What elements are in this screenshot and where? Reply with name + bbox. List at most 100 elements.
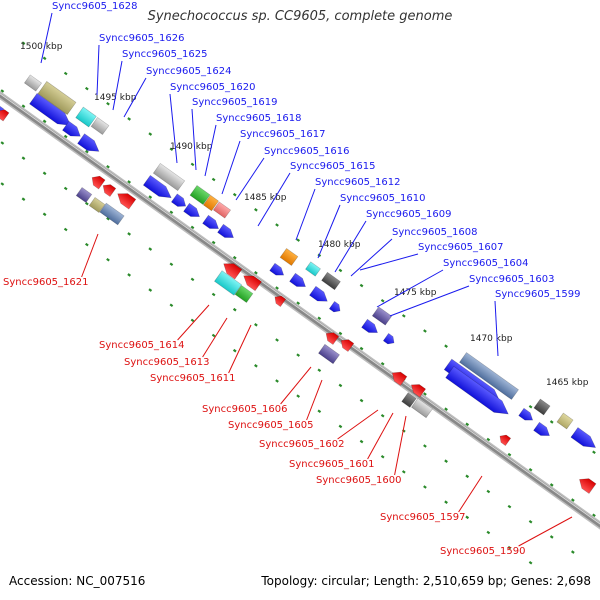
forward-gene-arrow[interactable] [361, 318, 381, 336]
forward-gene-arrow[interactable] [269, 262, 287, 278]
forward-gene-arrow[interactable] [142, 174, 174, 202]
forward-gene-arrow[interactable] [533, 421, 553, 439]
reverse-gene-arrow-shape[interactable] [497, 432, 512, 446]
reverse-gene-arrow[interactable] [408, 381, 427, 398]
forward-feature-box-body[interactable] [279, 248, 299, 266]
forward-feature-box[interactable] [533, 398, 551, 416]
forward-gene-arrow-shape[interactable] [217, 223, 237, 241]
forward-feature-box[interactable] [37, 81, 77, 115]
forward-gene-label[interactable]: Syncc9605_1616 [264, 146, 350, 157]
forward-feature-box-body[interactable] [37, 81, 77, 115]
reverse-gene-label[interactable]: Syncc9605_1600 [316, 475, 402, 486]
reverse-gene-arrow-shape[interactable] [89, 173, 106, 190]
reverse-feature-box[interactable] [234, 285, 254, 303]
reverse-gene-label[interactable]: Syncc9605_1597 [380, 512, 466, 523]
forward-gene-arrow-shape[interactable] [518, 407, 536, 423]
forward-feature-box-body[interactable] [459, 352, 519, 400]
reverse-gene-arrow-shape[interactable] [0, 107, 10, 122]
forward-gene-arrow-shape[interactable] [142, 174, 174, 202]
forward-gene-arrow[interactable] [289, 272, 309, 290]
forward-feature-box-body[interactable] [203, 194, 219, 212]
forward-gene-arrow-shape[interactable] [361, 318, 381, 336]
reverse-feature-box[interactable] [88, 197, 106, 213]
reverse-gene-arrow-shape[interactable] [220, 259, 243, 280]
forward-gene-arrow[interactable] [518, 407, 536, 423]
reverse-feature-box[interactable] [75, 187, 93, 203]
reverse-gene-arrow[interactable] [240, 271, 262, 292]
forward-feature-box[interactable] [75, 106, 97, 128]
forward-feature-box-body[interactable] [75, 106, 97, 128]
forward-gene-label[interactable]: Syncc9605_1626 [99, 33, 185, 44]
reverse-feature-box[interactable] [99, 202, 125, 226]
forward-gene-arrow-shape[interactable] [183, 202, 203, 220]
reverse-gene-label[interactable]: Syncc9605_1601 [289, 459, 375, 470]
reverse-gene-arrow[interactable] [89, 173, 106, 190]
forward-gene-label[interactable]: Syncc9605_1608 [392, 227, 478, 238]
reverse-feature-box-body[interactable] [99, 202, 125, 226]
reverse-gene-arrow-shape[interactable] [240, 271, 262, 292]
reverse-feature-box-body[interactable] [88, 197, 106, 213]
reverse-feature-box-body[interactable] [318, 343, 340, 365]
forward-gene-arrow[interactable] [29, 92, 75, 130]
reverse-gene-arrow[interactable] [272, 293, 287, 307]
reverse-feature-box[interactable] [401, 392, 417, 408]
forward-feature-box[interactable] [305, 261, 321, 277]
forward-gene-label[interactable]: Syncc9605_1607 [418, 242, 504, 253]
reverse-gene-arrow[interactable] [100, 181, 117, 197]
forward-gene-arrow[interactable] [77, 133, 103, 157]
reverse-gene-label[interactable]: Syncc9605_1590 [440, 546, 526, 557]
reverse-gene-arrow[interactable] [323, 329, 340, 345]
forward-gene-label[interactable]: Syncc9605_1628 [52, 1, 138, 12]
forward-feature-box[interactable] [459, 352, 519, 400]
forward-feature-box-body[interactable] [189, 185, 211, 205]
forward-feature-box[interactable] [23, 74, 43, 92]
forward-feature-box-body[interactable] [212, 201, 232, 219]
forward-gene-arrow[interactable] [382, 333, 396, 346]
forward-gene-label[interactable]: Syncc9605_1618 [216, 113, 302, 124]
forward-gene-arrow-shape[interactable] [570, 427, 599, 453]
reverse-gene-label[interactable]: Syncc9605_1611 [150, 373, 236, 384]
forward-feature-box-body[interactable] [321, 271, 341, 291]
forward-feature-box[interactable] [279, 248, 299, 266]
reverse-gene-arrow-shape[interactable] [114, 189, 137, 210]
reverse-gene-arrow-shape[interactable] [100, 181, 117, 197]
reverse-feature-box-body[interactable] [214, 270, 242, 296]
forward-gene-label[interactable]: Syncc9605_1619 [192, 97, 278, 108]
forward-gene-arrow-shape[interactable] [328, 301, 342, 314]
reverse-gene-arrow-shape[interactable] [338, 336, 355, 352]
reverse-feature-box[interactable] [318, 343, 340, 365]
forward-gene-arrow[interactable] [217, 223, 237, 241]
forward-gene-label[interactable]: Syncc9605_1624 [146, 66, 232, 77]
forward-gene-arrow-shape[interactable] [29, 92, 75, 130]
reverse-gene-label[interactable]: Syncc9605_1613 [124, 357, 210, 368]
reverse-gene-label[interactable]: Syncc9605_1606 [202, 404, 288, 415]
reverse-gene-label[interactable]: Syncc9605_1605 [228, 420, 314, 431]
forward-gene-label[interactable]: Syncc9605_1604 [443, 258, 529, 269]
forward-gene-arrow-shape[interactable] [309, 285, 330, 305]
reverse-gene-arrow-shape[interactable] [272, 293, 287, 307]
reverse-gene-arrow[interactable] [389, 368, 408, 386]
forward-gene-arrow-shape[interactable] [269, 262, 287, 278]
reverse-feature-box[interactable] [411, 397, 433, 419]
reverse-gene-arrow[interactable] [220, 259, 243, 280]
forward-gene-arrow-shape[interactable] [170, 193, 188, 210]
reverse-gene-label[interactable]: Syncc9605_1602 [259, 439, 345, 450]
forward-feature-box[interactable] [321, 271, 341, 291]
reverse-gene-label[interactable]: Syncc9605_1621 [3, 277, 89, 288]
forward-feature-box[interactable] [189, 185, 211, 205]
forward-feature-box-body[interactable] [90, 117, 110, 135]
forward-gene-label[interactable]: Syncc9605_1609 [366, 209, 452, 220]
forward-gene-arrow[interactable] [570, 427, 599, 453]
forward-gene-arrow-shape[interactable] [62, 120, 83, 140]
forward-gene-arrow-shape[interactable] [382, 333, 396, 346]
forward-feature-box[interactable] [152, 162, 186, 192]
forward-feature-box-body[interactable] [152, 162, 186, 192]
forward-gene-arrow[interactable] [170, 193, 188, 210]
forward-feature-box-body[interactable] [371, 306, 393, 326]
reverse-feature-box-body[interactable] [411, 397, 433, 419]
forward-gene-label[interactable]: Syncc9605_1615 [290, 161, 376, 172]
forward-feature-box-body[interactable] [556, 412, 574, 430]
reverse-feature-box-body[interactable] [234, 285, 254, 303]
forward-gene-arrow-shape[interactable] [289, 272, 309, 290]
forward-gene-arrow[interactable] [62, 120, 83, 140]
